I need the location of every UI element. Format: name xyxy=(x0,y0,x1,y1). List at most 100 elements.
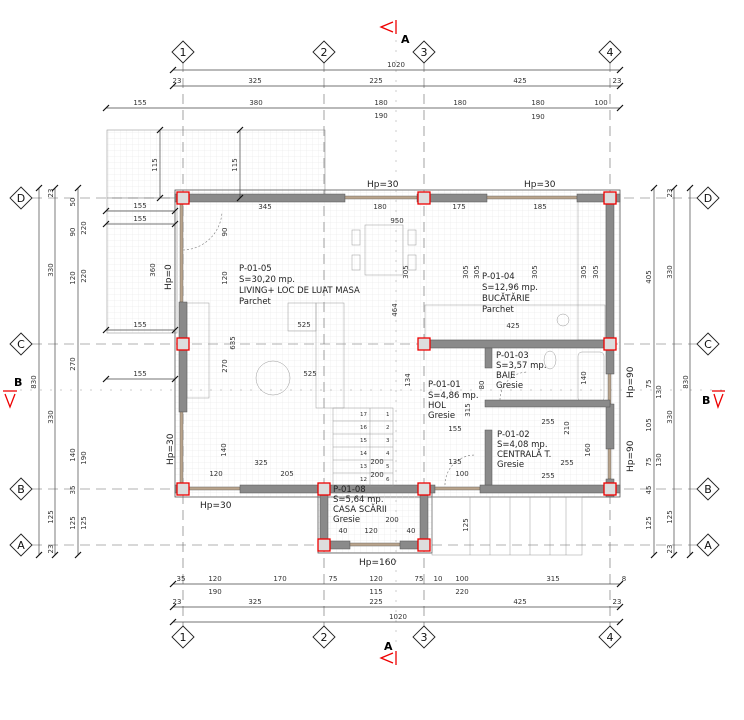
dim-text: 345 xyxy=(258,203,271,211)
axis-bubble-D-left: D xyxy=(9,186,33,210)
dim-text: 115 xyxy=(231,158,239,171)
dim-text: 100 xyxy=(455,470,468,478)
dim-text: 23 xyxy=(173,598,182,606)
axis-bubble-A-right: A xyxy=(696,533,720,557)
dim-text: 35 xyxy=(69,486,77,495)
column xyxy=(417,337,431,351)
dim-text: 40 xyxy=(407,527,416,535)
svg-text:B: B xyxy=(17,483,25,496)
dim-text: 23 xyxy=(666,189,674,198)
svg-text:1: 1 xyxy=(180,46,187,59)
dimension-tick xyxy=(686,551,694,559)
dimension-tick xyxy=(169,580,177,588)
dimension-tick xyxy=(616,82,624,90)
staircase xyxy=(332,407,394,487)
dimension-tick xyxy=(616,104,624,112)
room-label-bathroom: P-01-03 S=3,57 mp. BAIE Gresie xyxy=(496,351,547,391)
dim-text: 185 xyxy=(533,203,546,211)
column xyxy=(176,191,190,205)
dim-text: 155 xyxy=(133,202,146,210)
dim-text: 120 xyxy=(69,271,77,284)
svg-text:S=30,20 mp.: S=30,20 mp. xyxy=(239,275,295,285)
height-label: Hp=90 xyxy=(626,366,636,398)
dim-text: 325 xyxy=(254,459,267,467)
dimension-tick xyxy=(102,375,110,383)
column xyxy=(176,337,190,351)
svg-text:CENTRALĂ T.: CENTRALĂ T. xyxy=(497,448,551,460)
svg-text:A: A xyxy=(704,539,712,552)
svg-text:S=3,57 mp.: S=3,57 mp. xyxy=(496,361,547,371)
dim-text: 125 xyxy=(645,516,653,529)
dim-text: 125 xyxy=(69,516,77,529)
dimension-tick xyxy=(74,184,82,192)
dim-text: 315 xyxy=(546,575,559,583)
step-number: 15 xyxy=(360,438,367,444)
column xyxy=(603,482,617,496)
height-label: Hp=160 xyxy=(359,558,396,568)
column xyxy=(417,482,431,496)
svg-text:S=4,86 mp.: S=4,86 mp. xyxy=(428,391,479,401)
height-label: Hp=30 xyxy=(524,180,556,190)
dim-text: 120 xyxy=(208,575,221,583)
dim-text: 23 xyxy=(613,598,622,606)
dim-text: 330 xyxy=(47,263,55,276)
dim-text: 155 xyxy=(448,425,461,433)
dim-text: 330 xyxy=(666,410,674,423)
svg-text:HOL: HOL xyxy=(428,401,446,411)
svg-text:2: 2 xyxy=(321,46,328,59)
column xyxy=(317,482,331,496)
svg-text:Gresie: Gresie xyxy=(428,411,455,421)
step-number: 16 xyxy=(360,425,367,431)
dim-text: 220 xyxy=(80,221,88,234)
step-number: 5 xyxy=(386,464,390,470)
dim-text: 190 xyxy=(208,588,221,596)
dim-text: 270 xyxy=(69,357,77,370)
svg-text:LIVING+ LOC DE LUAT MASA: LIVING+ LOC DE LUAT MASA xyxy=(239,286,360,296)
svg-text:C: C xyxy=(704,338,712,351)
dim-text: 90 xyxy=(69,228,77,237)
step-number: 2 xyxy=(386,425,390,431)
svg-text:P-01-02: P-01-02 xyxy=(497,430,530,440)
svg-text:S=5,64 mp.: S=5,64 mp. xyxy=(333,495,384,505)
dim-text: 425 xyxy=(506,322,519,330)
dim-text: 360 xyxy=(149,263,157,276)
dim-text: 425 xyxy=(513,598,526,606)
svg-text:Parchet: Parchet xyxy=(239,297,272,307)
dim-text: 225 xyxy=(369,598,382,606)
dim-text: 23 xyxy=(666,545,674,554)
dim-text: 140 xyxy=(580,371,588,384)
dim-text: 255 xyxy=(541,418,554,426)
dim-text: 23 xyxy=(173,77,182,85)
dim-text: 315 xyxy=(464,403,472,416)
svg-text:A: A xyxy=(384,640,393,653)
svg-text:P-01-03: P-01-03 xyxy=(496,351,529,361)
dim-text: 160 xyxy=(584,443,592,456)
stair-step-numbers: 17 16 15 14 13 12 1 2 3 4 5 6 xyxy=(360,412,390,483)
left-dimensions: 830 23 330 330 125 23 50 90 120 270 140 … xyxy=(30,189,88,554)
dimension-ticks xyxy=(35,66,694,626)
dim-text: 10 xyxy=(434,575,443,583)
height-labels: Hp=30 Hp=30 Hp=0 Hp=30 Hp=30 Hp=160 Hp=9… xyxy=(164,180,636,568)
dim-text: 120 xyxy=(369,575,382,583)
column xyxy=(417,191,431,205)
dim-text: 830 xyxy=(30,375,38,388)
dim-text: 200 xyxy=(370,458,383,466)
dimension-tick xyxy=(156,126,164,134)
dim-text: 425 xyxy=(513,77,526,85)
height-label: Hp=90 xyxy=(626,440,636,472)
axis-bubble-B-left: B xyxy=(9,477,33,501)
dimension-tick xyxy=(51,184,59,192)
dim-text: 190 xyxy=(374,112,387,120)
svg-text:CASA SCĂRII: CASA SCĂRII xyxy=(333,503,387,515)
dimension-tick xyxy=(171,207,179,215)
dim-text: 8 xyxy=(622,575,626,583)
svg-text:Gresie: Gresie xyxy=(497,460,524,470)
dim-text: 525 xyxy=(297,321,310,329)
dimension-tick xyxy=(670,551,678,559)
dimension-tick xyxy=(616,580,624,588)
svg-text:2: 2 xyxy=(321,631,328,644)
dim-text: 23 xyxy=(47,545,55,554)
svg-text:4: 4 xyxy=(607,46,614,59)
dim-text: 125 xyxy=(80,516,88,529)
dim-text: 225 xyxy=(369,77,382,85)
